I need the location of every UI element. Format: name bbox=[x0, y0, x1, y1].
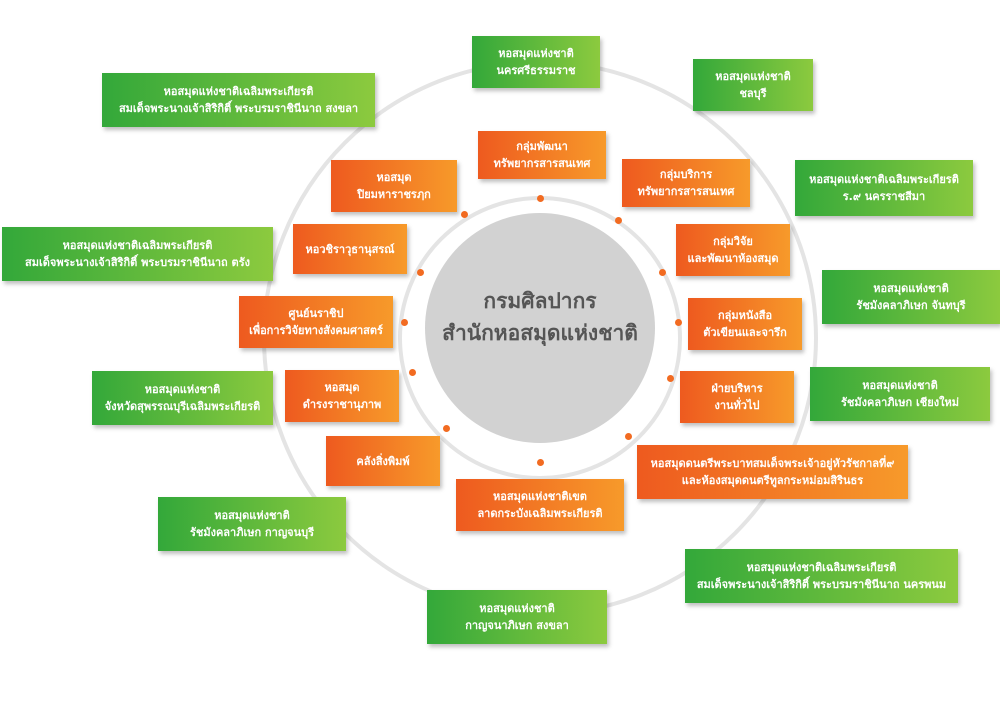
inner-group-box: หอสมุด ปิยมหาราชรฦก bbox=[331, 160, 457, 212]
connector-dot bbox=[536, 458, 544, 466]
connector-dot bbox=[400, 318, 408, 326]
regional-library-box: หอสมุดแห่งชาติ จังหวัดสุพรรณบุรีเฉลิมพระ… bbox=[92, 371, 273, 425]
connector-dot bbox=[658, 268, 666, 276]
regional-library-box: หอสมุดแห่งชาติ รัชมังคลาภิเษก กาญจนบุรี bbox=[158, 497, 346, 551]
connector-dot bbox=[674, 318, 682, 326]
regional-library-box: หอสมุดแห่งชาติเฉลิมพระเกียรติ สมเด็จพระน… bbox=[102, 73, 375, 127]
inner-group-box: หอวชิราวุธานุสรณ์ bbox=[293, 224, 407, 274]
connector-dot bbox=[460, 210, 468, 218]
inner-group-box: กลุ่มบริการ ทรัพยากรสารสนเทศ bbox=[622, 159, 750, 207]
inner-group-box: หอสมุดดนตรีพระบาทสมเด็จพระเจ้าอยู่หัวรัช… bbox=[637, 445, 908, 499]
inner-group-box: หอสมุด ดำรงราชานุภาพ bbox=[285, 370, 399, 422]
inner-group-box: ศูนย์นราชิป เพื่อการวิจัยทางสังคมศาสตร์ bbox=[239, 296, 393, 348]
connector-dot bbox=[408, 368, 416, 376]
inner-group-box: กลุ่มพัฒนา ทรัพยากรสารสนเทศ bbox=[478, 131, 606, 179]
inner-group-box: ฝ่ายบริหาร งานทั่วไป bbox=[680, 371, 794, 423]
connector-dot bbox=[536, 194, 544, 202]
connector-dot bbox=[416, 268, 424, 276]
regional-library-box: หอสมุดแห่งชาติ รัชมังคลาภิเษก จันทบุรี bbox=[822, 270, 1000, 324]
regional-library-box: หอสมุดแห่งชาติ รัชมังคลาภิเษก เชียงใหม่ bbox=[810, 367, 990, 421]
regional-library-box: หอสมุดแห่งชาติ นครศรีธรรมราช bbox=[472, 36, 600, 88]
inner-group-box: คลังสิ่งพิมพ์ bbox=[326, 436, 440, 486]
inner-group-box: กลุ่มหนังสือ ตัวเขียนและจารึก bbox=[688, 298, 802, 350]
center-circle bbox=[425, 213, 655, 443]
regional-library-box: หอสมุดแห่งชาติเฉลิมพระเกียรติ ร.๙ นครราช… bbox=[795, 160, 973, 216]
center-title-line2: สำนักหอสมุดแห่งชาติ bbox=[442, 321, 638, 345]
regional-library-box: หอสมุดแห่งชาติเฉลิมพระเกียรติ สมเด็จพระน… bbox=[685, 549, 958, 603]
inner-group-box: หอสมุดแห่งชาติเขต ลาดกระบังเฉลิมพระเกียร… bbox=[456, 479, 624, 531]
connector-dot bbox=[624, 432, 632, 440]
center-title: กรมศิลปากร สำนักหอสมุดแห่งชาติ bbox=[420, 285, 660, 349]
inner-group-box: กลุ่มวิจัย และพัฒนาห้องสมุด bbox=[676, 224, 790, 276]
regional-library-box: หอสมุดแห่งชาติเฉลิมพระเกียรติ สมเด็จพระน… bbox=[2, 227, 273, 281]
connector-dot bbox=[666, 374, 674, 382]
connector-dot bbox=[614, 216, 622, 224]
connector-dot bbox=[442, 424, 450, 432]
regional-library-box: หอสมุดแห่งชาติ กาญจนาภิเษก สงขลา bbox=[427, 590, 607, 644]
regional-library-box: หอสมุดแห่งชาติ ชลบุรี bbox=[693, 59, 813, 111]
center-title-line1: กรมศิลปากร bbox=[483, 289, 597, 313]
